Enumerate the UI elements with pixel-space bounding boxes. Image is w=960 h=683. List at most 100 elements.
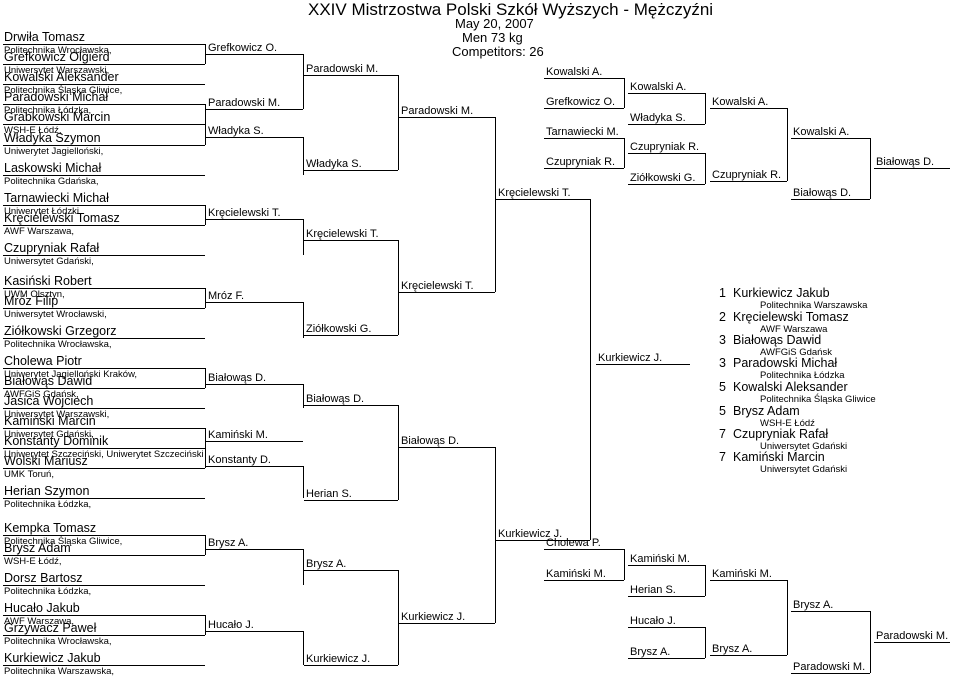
winner-slot: Ziółkowski G. [306,323,372,335]
bracket-line [3,64,205,65]
bracket-line [304,665,398,666]
bracket-connector [398,75,399,170]
winner-slot: Kręcielewski T. [401,280,474,292]
bracket-line [399,447,495,448]
entrant-name: Paradowski Michał [4,90,109,104]
winner-slot: Kurkiewicz J. [401,611,466,623]
winner-slot: Kurkiewicz J. [306,653,371,665]
bracket-connector [398,405,399,500]
result-university: AWFGiS Gdańsk [760,347,832,358]
entrant-name: Wolski Mariusz [4,454,88,468]
bracket-line [206,441,303,442]
result-place: 3 [719,333,726,347]
bracket-line [206,466,303,467]
bracket-line [3,44,205,45]
bracket-line [304,570,398,571]
bracket-line [710,655,787,656]
entrant-university: Politechnika Gdańska, [4,176,99,187]
bracket-line [304,240,398,241]
bracket-line [3,145,205,146]
entrant-university: UWM Olsztyn, [4,289,65,300]
result-university: Politechnika Śląska Gliwice [760,394,876,405]
winner-slot: Brysz A. [306,558,347,570]
entrant-university: AWFGiS Gdańsk, [4,389,79,400]
bracket-connector [624,549,625,580]
result-university: AWF Warszawa [760,324,828,335]
entrant-name: Cholewa Piotr [4,354,82,368]
entrant-university: Uniwersytet Warszawski, [4,65,110,76]
bracket-line [206,302,303,303]
entrant-university: Uniwerytet Łódzki, [4,206,82,217]
bracket-connector [495,447,496,623]
entrant-name: Kamiński Marcin [4,414,96,428]
bracket-connector [205,368,206,388]
bracket-line [3,408,205,409]
bracket-line [628,124,705,125]
bracket-connector [398,570,399,665]
winner-slot: Paradowski M. [208,97,281,109]
bracket-line [628,184,705,185]
entrant-name: Kempka Tomasz [4,521,97,535]
bracket-connector [303,466,304,498]
entrant-name: Kręcielewski Tomasz [4,211,120,225]
bracket-connector [303,631,304,665]
repechage-slot: Kowalski A. [546,66,603,78]
bracket-line [544,78,624,79]
bracket-line [399,292,495,293]
repechage-slot: Cholewa P. [546,537,601,549]
result-name: Paradowski Michał [733,356,838,370]
entrant-name: Dorsz Bartosz [4,571,83,585]
bracket-connector [495,117,496,292]
entrant-name: Ziółkowski Grzegorz [4,324,117,338]
bracket-connector [303,302,304,338]
bracket-connector [705,153,706,184]
entrant-university: Uniwersytet Gdański, [4,429,94,440]
entrant-university: Politechnika Wrocławska, [4,636,112,647]
entrant-name: Kurkiewicz Jakub [4,651,101,665]
entrant-name: Laskowski Michał [4,161,102,175]
bracket-line [791,673,870,674]
result-name: Brysz Adam [733,404,800,418]
bracket-connector [398,240,399,335]
bracket-line [710,181,787,182]
winner-slot: Kręcielewski T. [306,228,379,240]
bracket-line [874,642,950,643]
entrant-name: Konstanty Dominik [4,434,109,448]
entrant-name: Brysz Adam [4,541,71,555]
result-place: 7 [719,427,726,441]
winner-slot: Białowąs D. [306,393,365,405]
winner-slot: Władyka S. [208,125,264,137]
bracket-connector [705,93,706,124]
bracket-line [399,117,495,118]
entrant-name: Czupryniak Rafał [4,241,100,255]
winner-slot: Paradowski M. [401,105,474,117]
winner-slot: Kręcielewski T. [498,187,571,199]
bracket-line [206,549,303,550]
entrant-university: Politechnika Łódzka, [4,499,92,510]
repechage-slot: Kamiński M. [712,568,772,580]
entrant-name: Kowalski Aleksander [4,70,119,84]
bracket-line [596,364,690,365]
entrant-name: Władyka Szymon [4,131,101,145]
bracket-connector [205,535,206,555]
entrant-university: Politechnika Wrocławska, [4,45,112,56]
repechage-slot: Brysz A. [712,643,753,655]
bracket-line [3,498,205,499]
bracket-line [3,615,205,616]
bracket-line [3,104,205,105]
bracket-line [791,199,870,200]
bracket-line [3,255,205,256]
entrant-name: Jasica Wojciech [4,394,94,408]
result-university: Uniwersytet Gdański [760,464,848,475]
result-name: Kręcielewski Tomasz [733,310,849,324]
bracket-line [399,623,495,624]
bracket-line [206,631,303,632]
repechage-slot: Czupryniak R. [712,169,782,181]
entrant-university: WSH-E Łódź, [4,125,62,136]
bracket-line [710,580,787,581]
bracket-line [3,388,205,389]
entrant-name: Hucało Jakub [4,601,80,615]
result-university: WSH-E Łódź [760,418,815,429]
bracket-line [3,665,205,666]
result-place: 2 [719,310,726,324]
